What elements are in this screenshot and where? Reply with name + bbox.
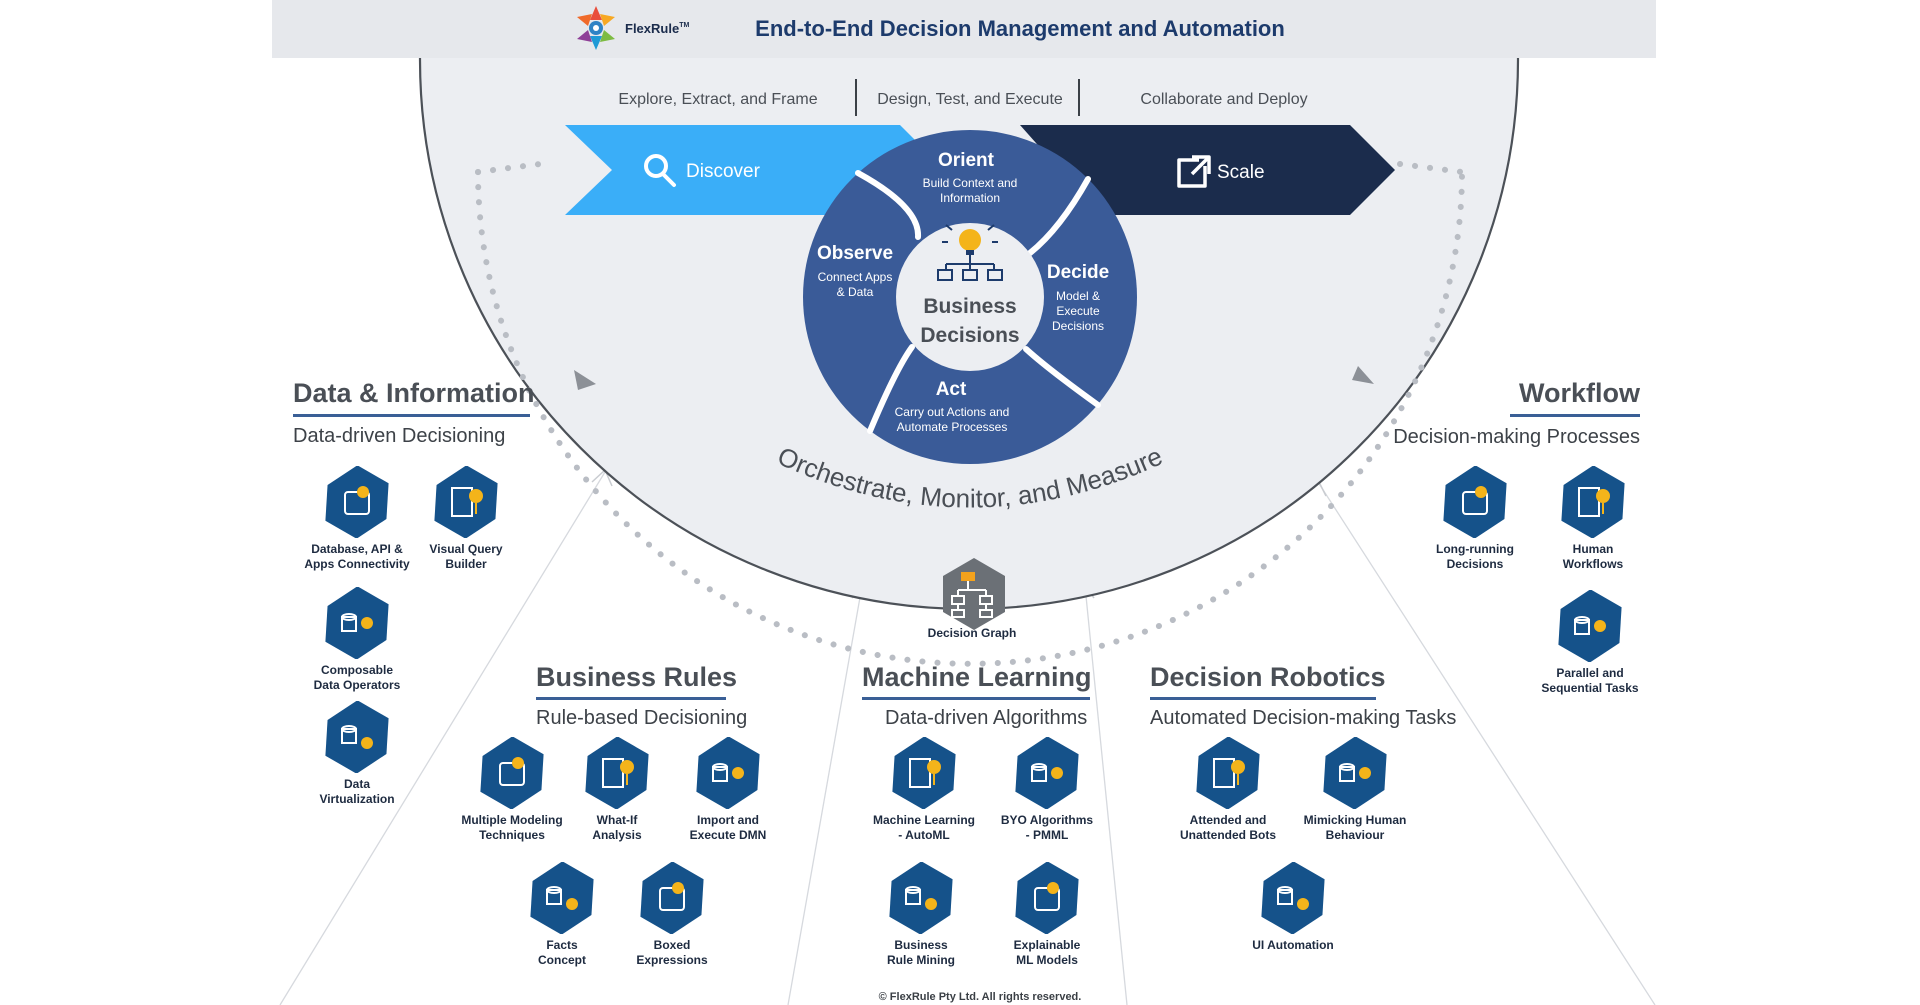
- robotics-section-title: Decision Robotics: [1150, 662, 1386, 692]
- discover-label: Discover: [686, 161, 761, 182]
- dmn-gear-icon[interactable]: [692, 737, 764, 809]
- database-api-icon[interactable]: [321, 466, 393, 538]
- data-operators-label: Composable Data Operators: [313, 663, 401, 692]
- facts-concept-icon[interactable]: [526, 862, 598, 934]
- act-desc: Carry out Actions and Automate Processes: [894, 405, 1010, 434]
- automl-label: Machine Learning - AutoML: [872, 813, 976, 842]
- data-section-title: Data & Information: [293, 378, 535, 408]
- orient-title: Orient: [938, 150, 995, 171]
- ml-section-title: Machine Learning: [862, 662, 1092, 692]
- automl-icon[interactable]: [888, 737, 960, 809]
- data-virtualization-icon[interactable]: [321, 701, 393, 773]
- header-bar: [272, 0, 1656, 58]
- phase-explore: Explore, Extract, and Frame: [618, 91, 817, 108]
- orchestration-dotted-ring: [475, 169, 1465, 667]
- rules-section-underline: [536, 697, 726, 700]
- human-behaviour-icon[interactable]: [1319, 737, 1391, 809]
- workflow-section-title: Workflow: [1519, 378, 1640, 408]
- data-virtualization-label: Data Virtualization: [319, 777, 395, 806]
- ml-section-subtitle: Data-driven Algorithms: [885, 707, 1088, 729]
- facts-concept-label: Facts Concept: [538, 938, 586, 967]
- parallel-tasks-label: Parallel and Sequential Tasks: [1541, 666, 1639, 695]
- search-icon: [644, 154, 676, 187]
- explainable-ml-label: Explainable ML Models: [1013, 938, 1081, 967]
- ring-arrow-right-icon: [1352, 366, 1374, 384]
- scale-label: Scale: [1217, 162, 1265, 183]
- page-title: End-to-End Decision Management and Autom…: [755, 16, 1285, 41]
- phase-design: Design, Test, and Execute: [877, 91, 1063, 108]
- bots-label: Attended and Unattended Bots: [1180, 813, 1276, 842]
- visual-query-label: Visual Query Builder: [429, 542, 503, 571]
- ui-automation-icon[interactable]: [1257, 862, 1329, 934]
- data-operators-icon[interactable]: [321, 587, 393, 659]
- modeling-techniques-label: Multiple Modeling Techniques: [461, 813, 563, 842]
- connector-lines: [279, 471, 1656, 1005]
- data-section-underline: [293, 414, 530, 417]
- explainable-ml-icon[interactable]: [1011, 862, 1083, 934]
- observe-desc: Connect Apps & Data: [817, 270, 893, 299]
- decide-desc: Model & Execute Decisions: [1051, 289, 1105, 333]
- external-link-icon: [1177, 155, 1211, 188]
- rules-section-subtitle: Rule-based Decisioning: [536, 707, 748, 729]
- ui-automation-label: UI Automation: [1252, 938, 1334, 952]
- human-behaviour-label: Mimicking Human Behaviour: [1303, 813, 1407, 842]
- decide-title: Decide: [1047, 262, 1109, 283]
- pmml-icon[interactable]: [1011, 737, 1083, 809]
- what-if-icon[interactable]: [581, 737, 653, 809]
- long-running-icon[interactable]: [1439, 466, 1511, 538]
- copyright: © FlexRule Pty Ltd. All rights reserved.: [879, 991, 1082, 1003]
- what-if-label: What-If Analysis: [592, 813, 642, 842]
- data-section-subtitle: Data-driven Decisioning: [293, 425, 506, 447]
- ml-section-underline: [862, 697, 1090, 700]
- dmn-gear-label: Import and Execute DMN: [689, 813, 767, 842]
- rules-section-title: Business Rules: [536, 662, 738, 692]
- modeling-techniques-icon[interactable]: [476, 737, 548, 809]
- flexrule-logo-icon: [577, 6, 615, 50]
- observe-title: Observe: [817, 243, 893, 264]
- decision-graph-label: Decision Graph: [928, 626, 1017, 640]
- center-label: Business Decisions: [920, 295, 1020, 347]
- rule-mining-label: Business Rule Mining: [887, 938, 955, 967]
- robotics-section-subtitle: Automated Decision-making Tasks: [1150, 707, 1457, 729]
- ooda-cycle: [803, 130, 1137, 464]
- parallel-tasks-icon[interactable]: [1554, 590, 1626, 662]
- long-running-label: Long-running Decisions: [1436, 542, 1514, 571]
- phase-collaborate: Collaborate and Deploy: [1140, 91, 1307, 108]
- bots-icon[interactable]: [1192, 737, 1264, 809]
- pmml-label: BYO Algorithms - PMML: [1000, 813, 1094, 842]
- workflow-section-subtitle: Decision-making Processes: [1393, 426, 1640, 448]
- boxed-expression-label: Boxed Expressions: [636, 938, 708, 967]
- database-api-label: Database, API & Apps Connectivity: [304, 542, 410, 571]
- logo-text: FlexRuleTM: [625, 21, 689, 36]
- human-workflow-label: Human Workflows: [1562, 542, 1624, 571]
- decision-graph-node[interactable]: [943, 558, 1005, 630]
- flowchart-icon: [951, 572, 993, 618]
- rule-mining-icon[interactable]: [885, 862, 957, 934]
- boxed-expression-icon[interactable]: [636, 862, 708, 934]
- act-title: Act: [936, 379, 967, 400]
- orient-desc: Build Context and Information: [922, 176, 1018, 205]
- workflow-section-underline: [1510, 414, 1640, 417]
- visual-query-icon[interactable]: [430, 466, 502, 538]
- ring-arrow-left-icon: [574, 370, 596, 390]
- robotics-section-underline: [1150, 697, 1376, 700]
- human-workflow-icon[interactable]: [1557, 466, 1629, 538]
- lightbulb-org-icon: [937, 224, 1003, 281]
